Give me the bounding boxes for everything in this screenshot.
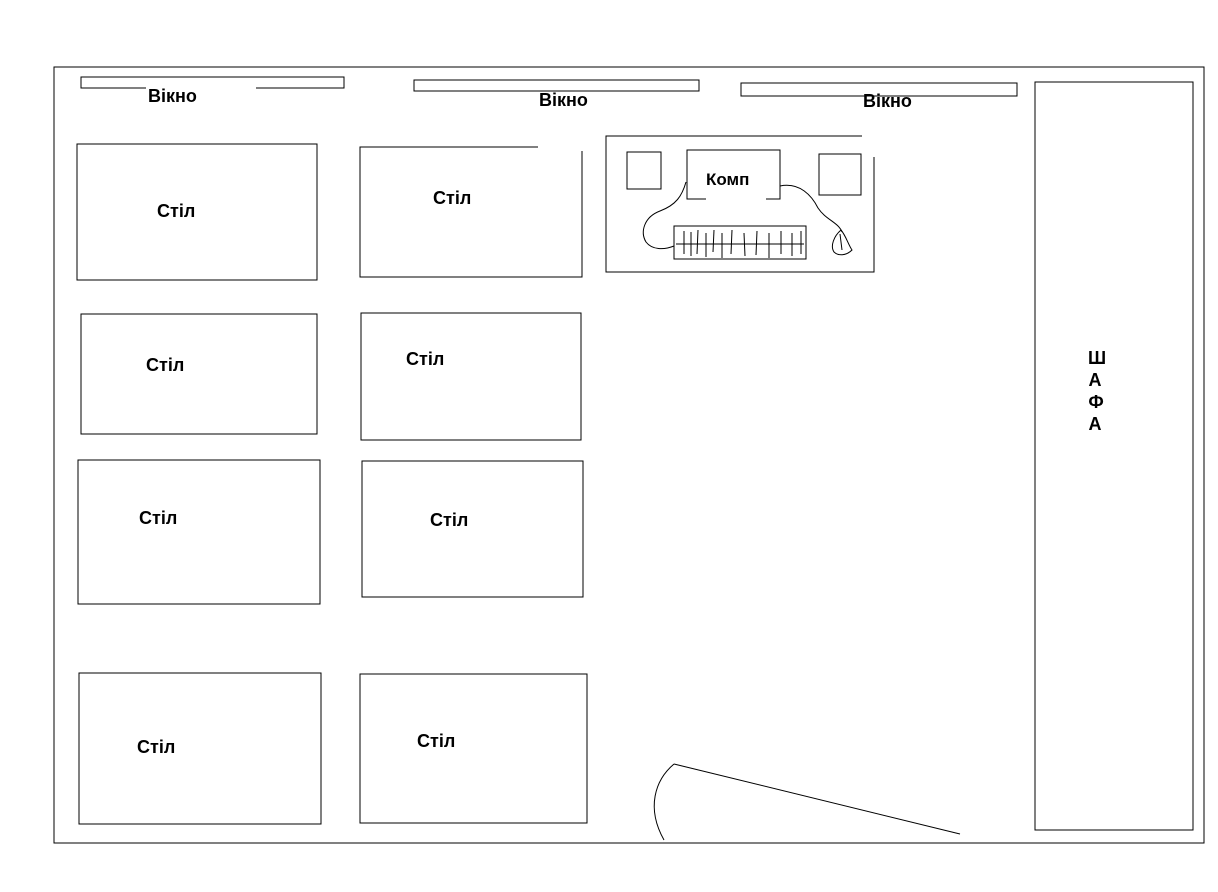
desk-outline — [361, 460, 584, 598]
room-outline — [53, 66, 1205, 844]
window-frame — [413, 79, 700, 92]
desk-2: Стіл — [359, 146, 583, 278]
door-swing-arc — [653, 763, 675, 841]
desk-label: Стіл — [137, 737, 175, 757]
desk-outline — [359, 673, 588, 824]
desk-outline — [360, 312, 582, 441]
window-2: Вікно — [413, 79, 700, 110]
mouse-button-line — [839, 233, 843, 251]
desk-label: Стіл — [430, 510, 468, 530]
desk-outline — [76, 143, 318, 281]
mouse-cable — [779, 184, 843, 233]
door — [653, 763, 961, 841]
left-speaker-icon — [626, 151, 662, 190]
desk-label: Стіл — [157, 201, 195, 221]
desk-outline — [80, 313, 318, 435]
desk-label: Стіл — [417, 731, 455, 751]
mouse-icon — [831, 229, 853, 256]
wardrobe-outline — [1034, 81, 1194, 831]
wardrobe-letter: Ш — [1088, 348, 1106, 368]
desk-label: Стіл — [139, 508, 177, 528]
window-frame — [740, 82, 1018, 97]
desk-label: Стіл — [406, 349, 444, 369]
desk-3: Стіл — [80, 313, 318, 435]
window-3: Вікно — [740, 82, 1018, 111]
wardrobe-letter: А — [1089, 370, 1102, 390]
desk-5: Стіл — [77, 459, 321, 605]
computer-desk-outline — [605, 135, 875, 273]
window-label: Вікно — [863, 91, 912, 111]
desk-label: Стіл — [433, 188, 471, 208]
keyboard-icon — [673, 225, 807, 260]
right-speaker-icon — [818, 153, 862, 196]
desk-4: Стіл — [360, 312, 582, 441]
wardrobe-letter: А — [1089, 414, 1102, 434]
desk-label: Стіл — [146, 355, 184, 375]
monitor-icon — [686, 149, 781, 200]
door-leaf — [673, 763, 961, 835]
window-label: Вікно — [539, 90, 588, 110]
window-label-gap — [146, 85, 256, 91]
window-label: Вікно — [148, 86, 197, 106]
desk-outline — [78, 672, 322, 825]
wardrobe: Ш А Ф А — [1034, 81, 1194, 831]
computer-label: Комп — [706, 170, 749, 189]
desk-6: Стіл — [361, 460, 584, 598]
keyboard-cable — [642, 181, 687, 250]
desk-7: Стіл — [78, 672, 322, 825]
desk-8: Стіл — [359, 673, 588, 824]
desk-1: Стіл — [76, 143, 318, 281]
window-1: Вікно — [80, 76, 345, 106]
desk-outline — [77, 459, 321, 605]
wardrobe-letter: Ф — [1088, 392, 1103, 412]
desk-outline — [359, 146, 583, 278]
computer-desk: Комп — [605, 135, 875, 273]
